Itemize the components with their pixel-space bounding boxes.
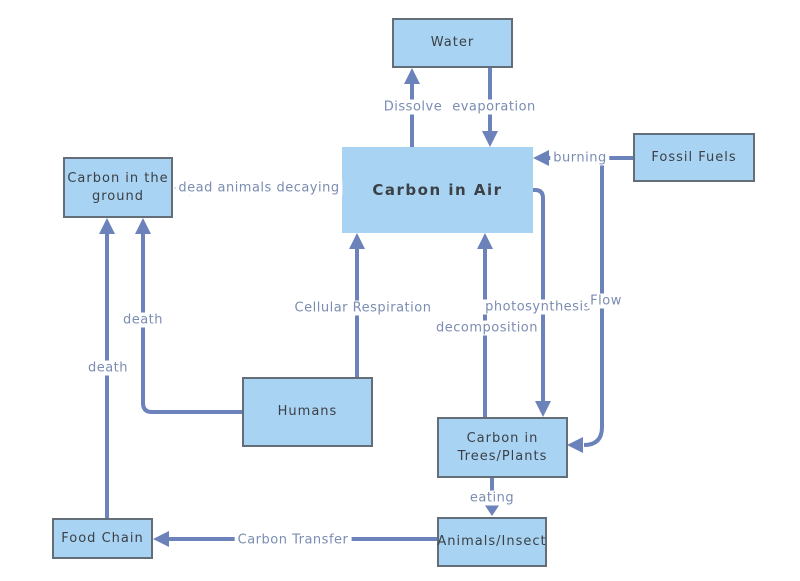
edge-photosynthesis-line	[533, 188, 545, 401]
edge-burning-label: burning	[550, 150, 610, 166]
node-food-chain: Food Chain	[52, 518, 153, 559]
edge-dissolve-label: Dissolve	[380, 99, 446, 115]
edge-photosynthesis-label: photosynthesis	[482, 299, 594, 315]
edge-burning-arrowhead	[533, 150, 549, 166]
edge-evaporation-arrowhead	[482, 131, 498, 147]
edge-death-food-chain-arrowhead	[99, 218, 115, 234]
edge-flow-label: Flow	[587, 293, 625, 309]
edge-carbon-transfer-label: Carbon Transfer	[234, 532, 352, 548]
node-carbon-in-trees-plants: Carbon in Trees/Plants	[437, 417, 568, 478]
edge-decomposition-arrowhead	[477, 233, 493, 249]
node-water: Water	[392, 18, 513, 68]
edge-dissolve-arrowhead	[404, 68, 420, 84]
edge-eating-arrowhead	[484, 504, 500, 516]
edge-death-humans-label: death	[119, 312, 167, 328]
node-animals-insect: Animals/Insect	[437, 517, 547, 567]
edge-decomposition-label: decomposition	[432, 320, 542, 336]
node-humans: Humans	[242, 377, 373, 447]
edge-death-humans-arrowhead	[135, 218, 151, 234]
node-carbon-in-air: Carbon in Air	[342, 147, 533, 233]
edge-dead-animals-label: dead animals decaying	[175, 180, 343, 196]
node-carbon-in-the-ground: Carbon in the ground	[63, 157, 173, 218]
edge-carbon-transfer-arrowhead	[153, 531, 169, 547]
edge-cellular-respiration-arrowhead	[349, 233, 365, 249]
edge-death-humans-line	[141, 234, 242, 414]
edge-photosynthesis-arrowhead	[535, 401, 551, 417]
edge-evaporation-label: evaporation	[449, 99, 539, 115]
edge-eating-label: eating	[466, 490, 518, 506]
edge-cellular-respiration-label: Cellular Respiration	[291, 300, 435, 316]
edge-death-food-chain-label: death	[84, 360, 132, 376]
node-fossil-fuels: Fossil Fuels	[633, 133, 755, 182]
edge-flow-arrowhead	[567, 437, 583, 453]
